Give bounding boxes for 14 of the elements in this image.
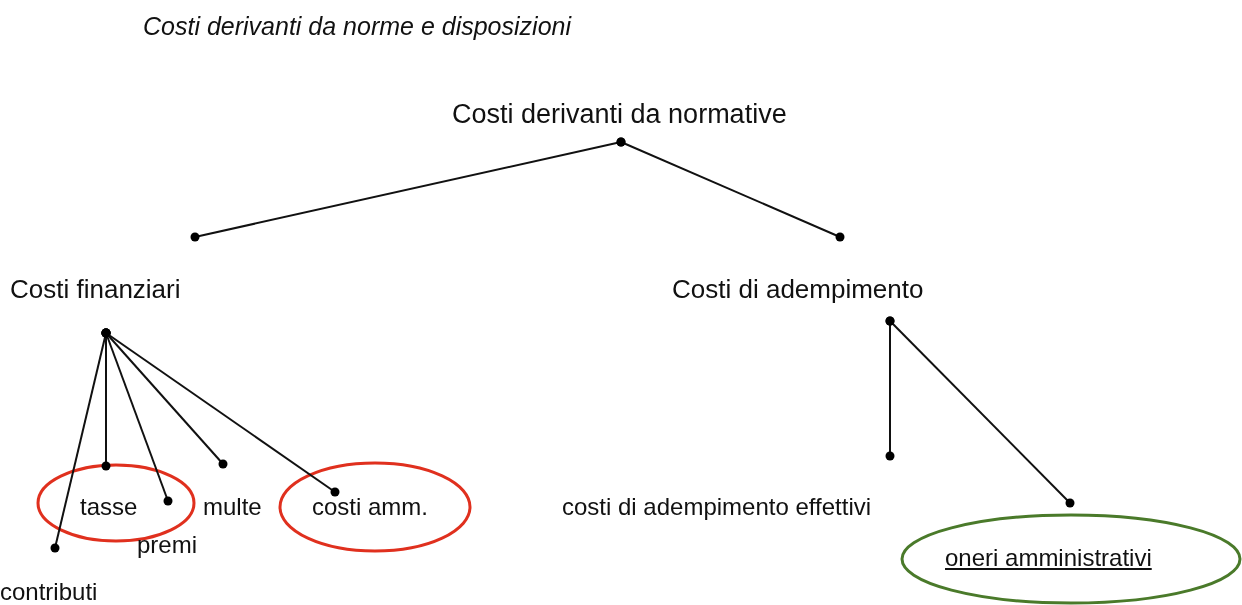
node-label: Costi finanziari [10,275,181,304]
connector-line [616,137,845,242]
node-label: Costi di adempimento [672,275,924,304]
node-label: multe [203,494,262,521]
node-label: premi [137,532,197,559]
node-label: costi amm. [312,494,428,521]
node-label: tasse [80,494,138,521]
node-label: costi di adempimento effettivi [562,494,872,521]
connector-line [885,316,1075,508]
node-label: contributi [0,579,98,605]
diagram-title: Costi derivanti da norme e disposizioni [143,12,571,41]
connector-line [101,328,340,497]
node-label: Costi derivanti da normative [452,100,787,130]
node-label: oneri amministrativi [945,545,1152,572]
